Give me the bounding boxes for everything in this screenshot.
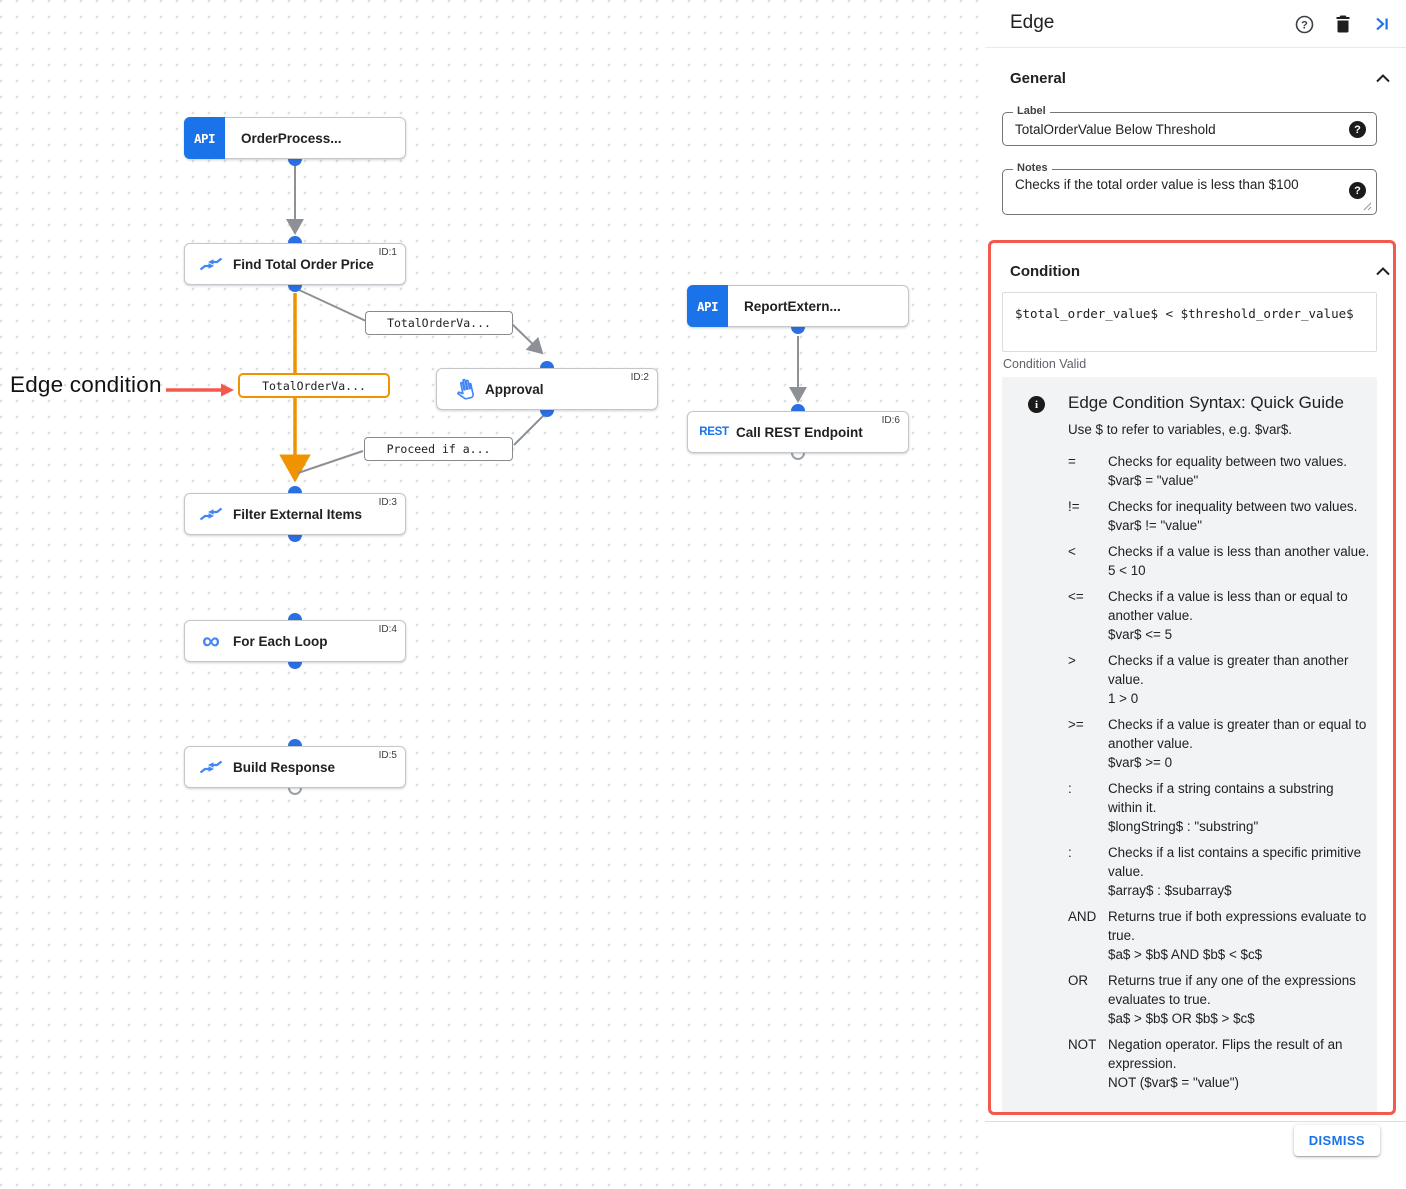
label-help-icon[interactable]: ?	[1349, 121, 1366, 138]
info-icon: i	[1028, 396, 1045, 413]
condition-input[interactable]: $total_order_value$ < $threshold_order_v…	[1003, 293, 1376, 351]
notes-input[interactable]: Checks if the total order value is less …	[1015, 177, 1324, 207]
data-mapping-icon	[198, 755, 224, 779]
infinity-loop-icon: ∞	[202, 627, 220, 655]
data-mapping-icon	[198, 252, 224, 276]
node-id-tag: ID:5	[378, 750, 397, 761]
guide-row: :Checks if a list contains a specific pr…	[1068, 845, 1362, 898]
node-id-tag: ID:3	[378, 497, 397, 508]
node-label: OrderProcess...	[241, 130, 342, 146]
help-icon[interactable]: ?	[1294, 14, 1314, 34]
node-label: Call REST Endpoint	[736, 424, 863, 440]
condition-editor[interactable]: $total_order_value$ < $threshold_order_v…	[1002, 292, 1377, 352]
syntax-quick-guide: i Edge Condition Syntax: Quick Guide Use…	[1002, 377, 1377, 1112]
guide-row: >=Checks if a value is greater than or e…	[1068, 717, 1367, 770]
api-badge-icon: API	[687, 285, 728, 327]
edge-findtotal-approval-seg1[interactable]	[296, 288, 367, 322]
guide-title: Edge Condition Syntax: Quick Guide	[1068, 393, 1344, 412]
notes-field-caption: Notes	[1013, 162, 1052, 174]
guide-row: <=Checks if a value is less than or equa…	[1068, 589, 1348, 642]
edges-layer	[279, 152, 807, 795]
guide-row: <Checks if a value is less than another …	[1068, 544, 1370, 578]
guide-row: !=Checks for inequality between two valu…	[1068, 499, 1358, 533]
data-mapping-icon	[198, 502, 224, 526]
edge-label-proceed-if[interactable]: Proceed if a...	[364, 437, 513, 461]
rest-icon: REST	[699, 426, 729, 438]
node-id-tag: ID:2	[630, 372, 649, 383]
node-report-extern[interactable]: API ReportExtern...	[687, 285, 909, 327]
panel-footer-divider	[985, 1121, 1406, 1122]
node-label: Find Total Order Price	[233, 256, 374, 272]
edge-label-totalordervalue-selected[interactable]: TotalOrderVa...	[238, 373, 390, 398]
label-field[interactable]: Label ?	[1002, 105, 1377, 146]
node-approval[interactable]: Approval ID:2	[436, 368, 658, 410]
edge-label-totalordervalue[interactable]: TotalOrderVa...	[365, 311, 513, 335]
dismiss-button[interactable]: DISMISS	[1293, 1125, 1380, 1156]
edge-approval-filter-seg2[interactable]	[297, 450, 364, 474]
api-badge-icon: API	[184, 117, 225, 159]
section-general-title: General	[1010, 70, 1066, 87]
delete-edge-icon[interactable]	[1333, 14, 1353, 34]
guide-row: :Checks if a string contains a substring…	[1068, 781, 1334, 834]
panel-header: Edge ?	[985, 0, 1406, 48]
condition-valid-status: Condition Valid	[1003, 357, 1087, 371]
node-label: Filter External Items	[233, 506, 363, 522]
guide-subtitle: Use $ to refer to variables, e.g. $var$.	[1068, 422, 1293, 437]
notes-help-icon[interactable]: ?	[1349, 182, 1366, 199]
node-filter-external-items[interactable]: Filter External Items ID:3	[184, 493, 406, 535]
section-condition-title: Condition	[1010, 263, 1080, 280]
node-label: Build Response	[233, 759, 336, 775]
hand-approval-icon	[450, 378, 476, 401]
edge-approval-filter-seg1[interactable]	[513, 412, 547, 446]
edge-config-panel: Edge ? General Label ? N	[985, 0, 1406, 1189]
panel-title: Edge	[1010, 12, 1055, 33]
guide-row: >Checks if a value is greater than anoth…	[1068, 653, 1349, 706]
node-order-process[interactable]: API OrderProcess...	[184, 117, 406, 159]
label-field-caption: Label	[1013, 105, 1050, 117]
chevron-up-icon[interactable]	[1376, 267, 1390, 276]
node-for-each-loop[interactable]: ∞ For Each Loop ID:4	[184, 620, 406, 662]
svg-text:?: ?	[1301, 19, 1308, 31]
section-condition-header[interactable]: Condition	[1010, 263, 1390, 280]
node-find-total-order-price[interactable]: Find Total Order Price ID:1	[184, 243, 406, 285]
workflow-canvas[interactable]: API OrderProcess... Find Total Order Pri…	[0, 0, 985, 1189]
annotation-edge-condition-label: Edge condition	[10, 372, 162, 397]
guide-row: =Checks for equality between two values.…	[1068, 454, 1347, 488]
node-id-tag: ID:6	[881, 415, 900, 426]
notes-field[interactable]: Notes Checks if the total order value is…	[1002, 162, 1377, 215]
node-id-tag: ID:1	[378, 247, 397, 258]
resize-handle-icon[interactable]	[1363, 202, 1372, 211]
label-input[interactable]	[1015, 121, 1324, 137]
node-label: For Each Loop	[233, 633, 328, 649]
node-label: ReportExtern...	[744, 298, 841, 314]
annotation-arrow-icon	[166, 383, 234, 397]
node-id-tag: ID:4	[378, 624, 397, 635]
collapse-panel-icon[interactable]	[1372, 14, 1392, 34]
node-label: Approval	[485, 381, 544, 397]
edge-findtotal-approval-seg2[interactable]	[511, 323, 544, 355]
node-build-response[interactable]: Build Response ID:5	[184, 746, 406, 788]
section-general-header[interactable]: General	[1010, 70, 1390, 87]
chevron-up-icon[interactable]	[1376, 74, 1390, 83]
node-call-rest-endpoint[interactable]: REST Call REST Endpoint ID:6	[687, 411, 909, 453]
